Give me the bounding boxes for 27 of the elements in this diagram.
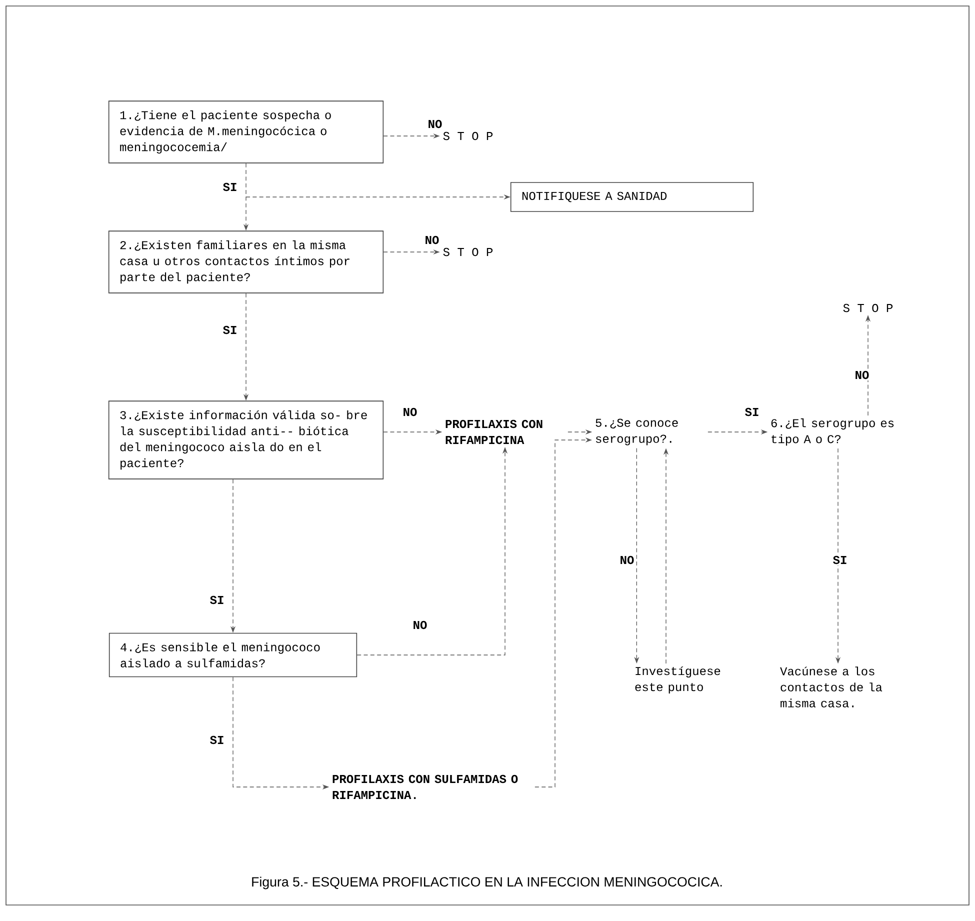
process-box: 2.¿Existen familiares en la misma casa u otros contactos íntimos por parte del paciente? — [108, 230, 384, 294]
caption: Figura 5.- ESQUEMA PROFILACTICO EN LA INFECCION MENINGOCOCICA. — [252, 876, 722, 890]
edge-label: SI — [743, 406, 761, 418]
edge-label: NO — [853, 370, 871, 380]
flow-text: Investíguese este punto — [635, 666, 720, 694]
process-box: 1.¿Tiene el paciente sospecha o evidencia de M.meningocócica o meningococemia/ — [108, 100, 384, 164]
edge-label: NO — [423, 234, 441, 246]
edge-label: SI — [221, 324, 239, 336]
edge-label: SI — [831, 554, 849, 566]
edge-label: SI — [221, 182, 239, 192]
process-box: NOTIFIQUESE A SANIDAD — [510, 182, 754, 212]
edge-label: SI — [208, 734, 226, 746]
process-box: 4.¿Es sensible el meningococo aislado a sulfamidas? — [108, 632, 358, 678]
flow-text: S T O P — [443, 248, 493, 256]
flow-text: 5.¿Se conoce serogrupo?. — [596, 418, 678, 446]
edge-label: NO — [618, 554, 636, 566]
flow-text: S T O P — [443, 132, 493, 140]
edge-label: NO — [411, 620, 429, 630]
process-box: 3.¿Existe información válida so- bre la susceptibilidad anti-- biótica del meningococo aisla do en el paciente? — [108, 400, 384, 480]
flow-text: Vacúnese a los contactos de la misma casa. — [780, 666, 882, 708]
flow-text: S T O P — [843, 304, 893, 312]
edge-label: SI — [208, 594, 226, 606]
flow-text: PROFILAXIS CON SULFAMIDAS O RIFAMPICINA. — [332, 774, 518, 800]
edge-label: NO — [401, 406, 419, 418]
flow-text: PROFILAXIS CON RIFAMPICINA — [446, 420, 542, 444]
flow-text: 6.¿El serogrupo es tipo A o C? — [771, 418, 894, 446]
edge-label: NO — [426, 118, 444, 130]
